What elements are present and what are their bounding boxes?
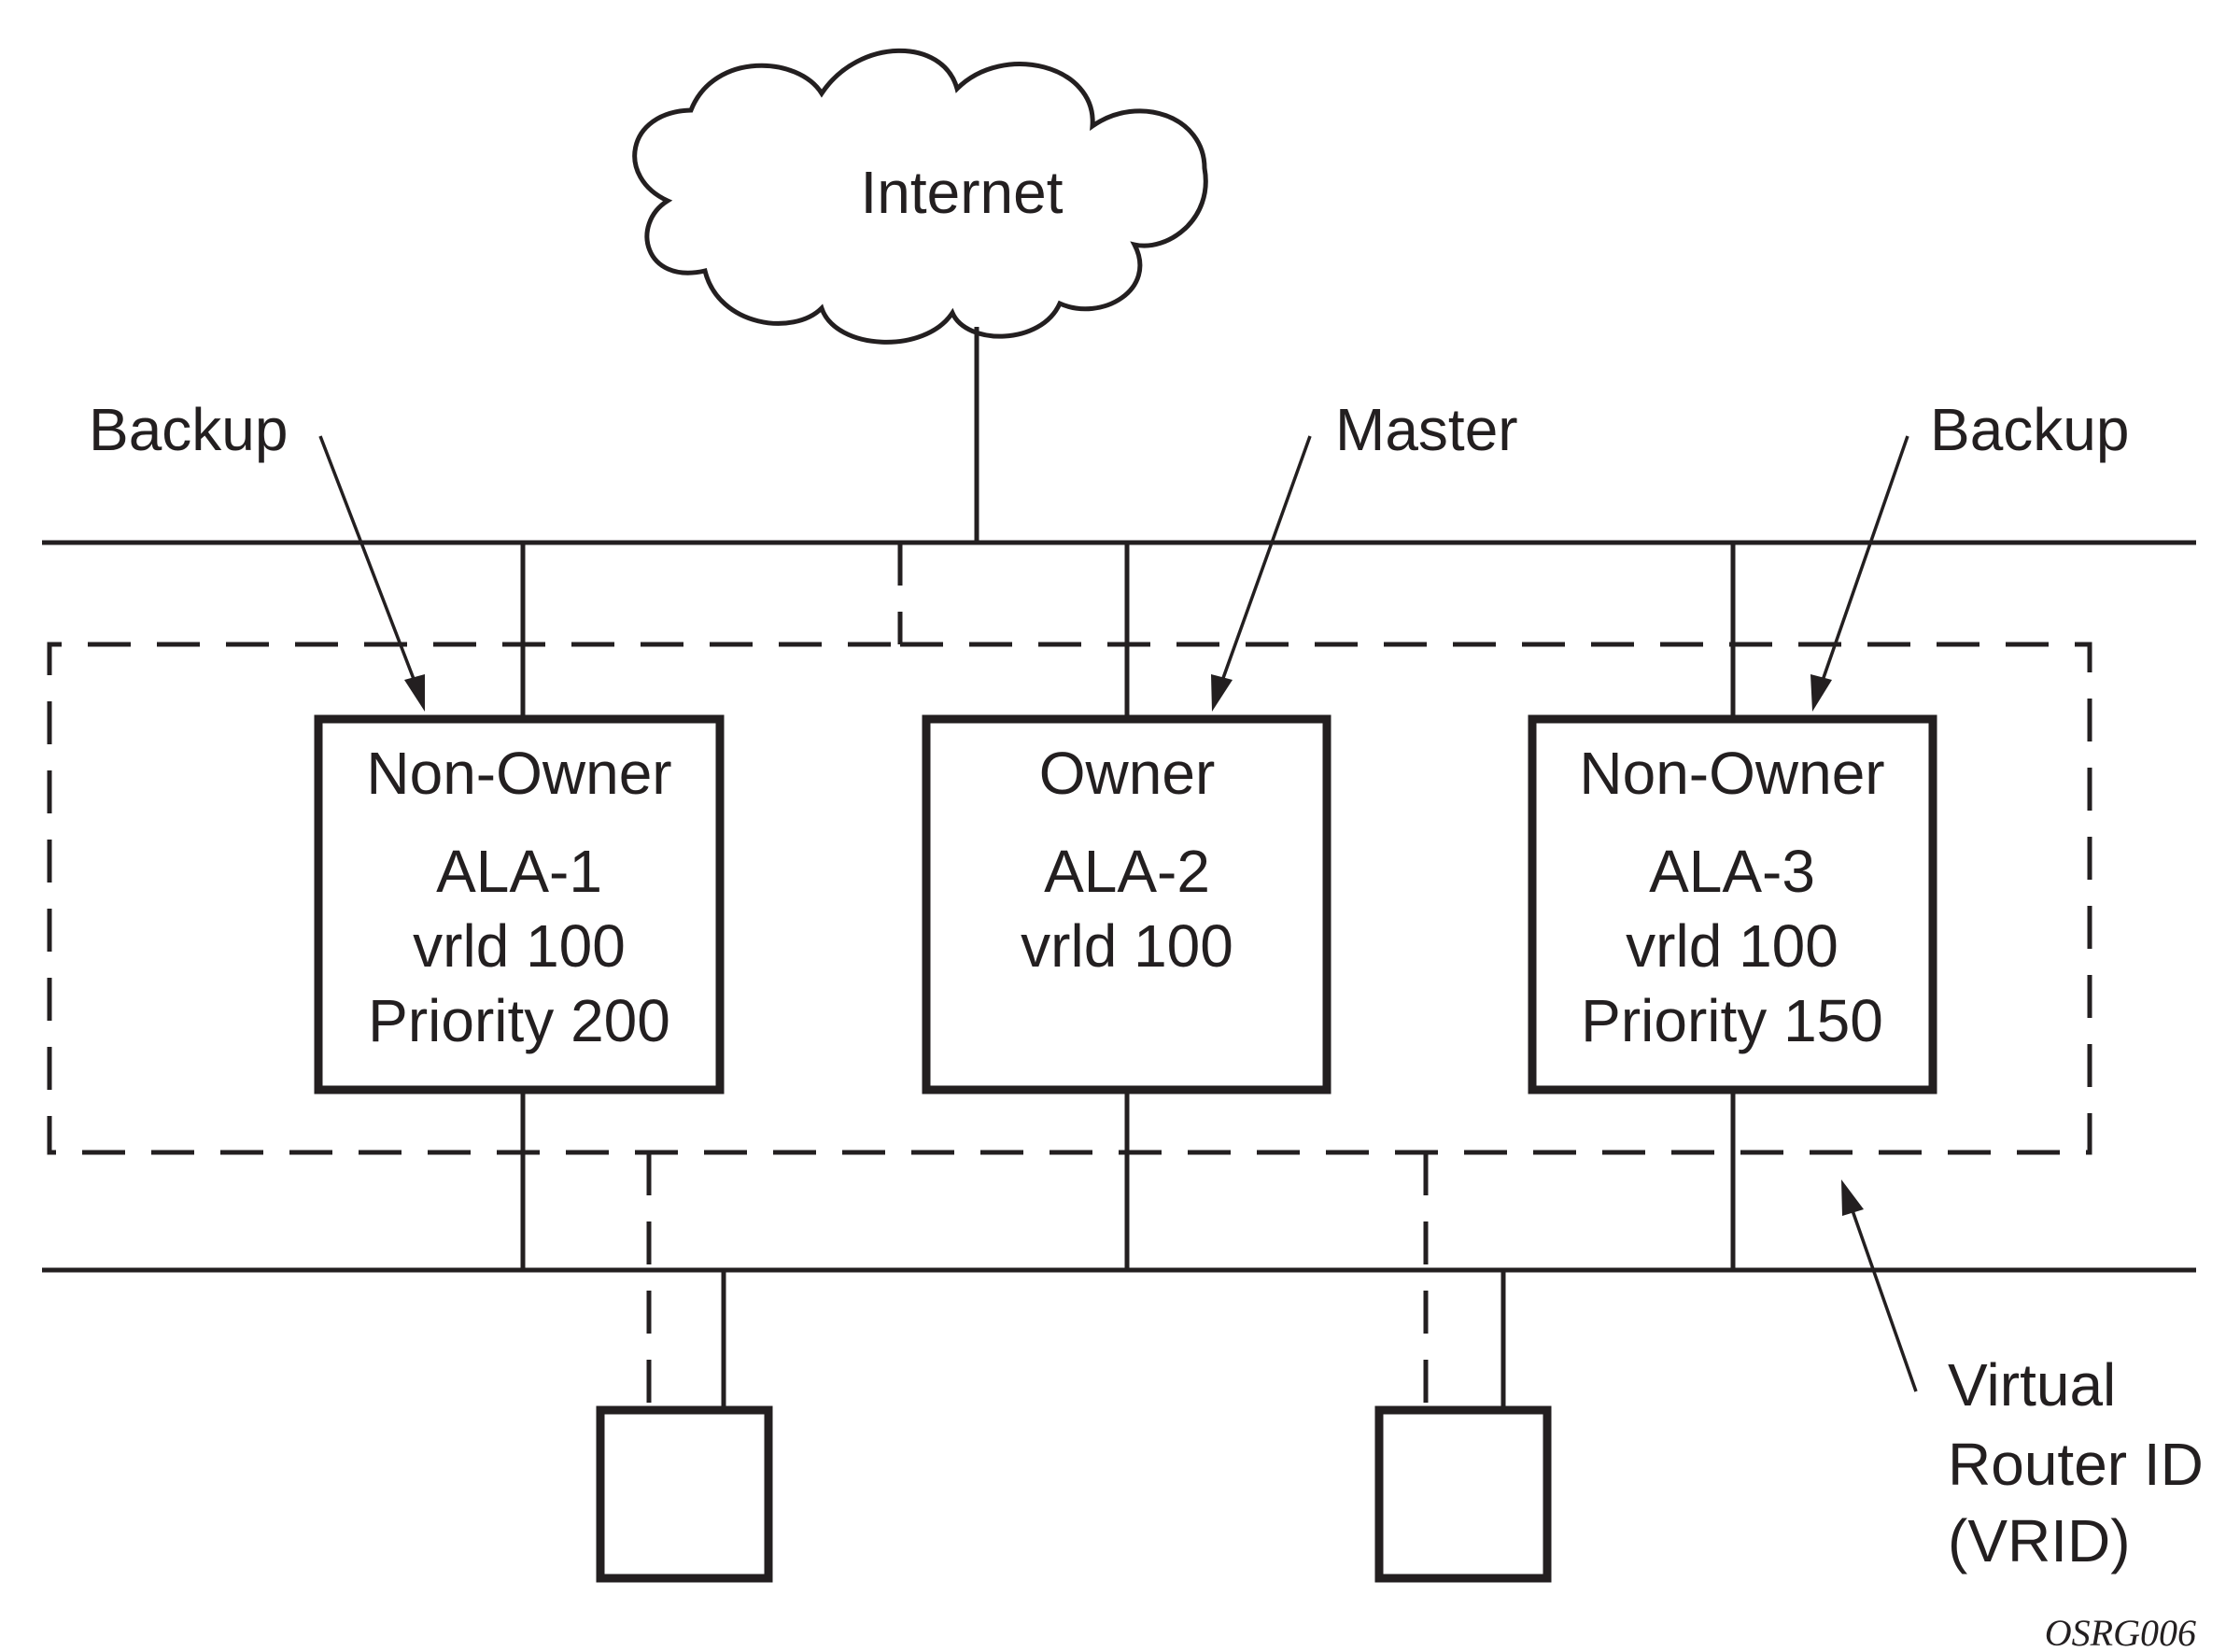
cloud-shape xyxy=(632,48,1208,345)
router-vrid: vrld 100 xyxy=(1021,912,1233,980)
internet-cloud: Internet xyxy=(632,48,1208,345)
callout-arrow-line xyxy=(1217,435,1312,692)
router-vrid: vrld 100 xyxy=(413,912,626,980)
figure-id: OSRG006 xyxy=(2045,1612,2196,1652)
callout-arrowhead xyxy=(404,674,425,712)
callout-arrow-line xyxy=(318,435,420,692)
callout-arrow-line xyxy=(1847,1199,1918,1392)
vrid-label-line3: (VRID) xyxy=(1948,1507,2131,1574)
virtual-router-boundary xyxy=(47,543,2092,1410)
router-role: Non-Owner xyxy=(366,740,671,807)
internet-label: Internet xyxy=(860,159,1063,226)
callout-arrowhead xyxy=(1810,674,1832,712)
router-box xyxy=(922,714,1331,1094)
router-box xyxy=(1528,714,1937,1094)
router-ala-3: Non-Owner ALA-3 vrld 100 Priority 150 xyxy=(1528,714,1937,1094)
router-priority: Priority 150 xyxy=(1581,987,1883,1054)
role-label: Master xyxy=(1335,396,1518,463)
vrid-dashed-box xyxy=(47,642,2092,1155)
host-2 xyxy=(1374,1405,1552,1583)
vrid-label-line1: Virtual xyxy=(1948,1351,2116,1419)
router-ala-1: Non-Owner ALA-1 vrld 100 Priority 200 xyxy=(314,714,725,1094)
role-callout-right: Backup xyxy=(1810,396,2129,712)
router-role: Owner xyxy=(1039,740,1216,807)
role-label: Backup xyxy=(89,396,288,463)
router-vrid: vrld 100 xyxy=(1626,912,1839,980)
callout-arrowhead xyxy=(1211,674,1233,712)
router-priority: Priority 200 xyxy=(368,987,670,1054)
router-name: ALA-3 xyxy=(1649,838,1815,905)
router-name: ALA-2 xyxy=(1044,838,1210,905)
callout-arrow-line xyxy=(1817,435,1909,692)
router-ala-2: Owner ALA-2 vrld 100 xyxy=(922,714,1331,1094)
role-label: Backup xyxy=(1930,396,2129,463)
vrid-callout: Virtual Router ID (VRID) xyxy=(1841,1179,2204,1574)
router-links xyxy=(520,543,1736,1270)
router-box xyxy=(314,714,725,1094)
role-callout-left: Backup xyxy=(89,396,425,712)
role-callout-middle: Master xyxy=(1211,396,1518,712)
router-name: ALA-1 xyxy=(436,838,602,905)
host-1 xyxy=(596,1405,773,1583)
callout-arrowhead xyxy=(1841,1179,1864,1216)
router-role: Non-Owner xyxy=(1579,740,1884,807)
vrid-label-line2: Router ID xyxy=(1948,1431,2204,1498)
